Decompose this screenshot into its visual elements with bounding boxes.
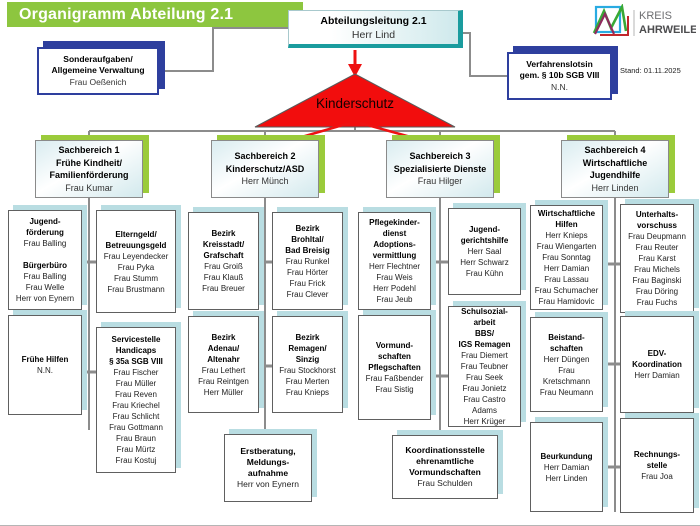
page-title-label: Organigramm Abteilung 2.1 (19, 5, 234, 23)
page-title: Organigramm Abteilung 2.1 (7, 2, 303, 27)
kreis-ahrweiler-logo: KREIS AHRWEILER (592, 4, 696, 36)
kinderschutz-label: Kinderschutz (315, 96, 395, 111)
aw-monogram-icon (592, 4, 629, 36)
red-arrow (348, 50, 362, 77)
connector-verfahrenslotsin (463, 32, 507, 77)
stand-date: Stand: 01.11.2025 (620, 66, 681, 75)
connector-sonderaufgaben (159, 27, 288, 72)
logo-text-ahrweiler: AHRWEILER (639, 24, 696, 36)
logo-text-kreis: KREIS (639, 10, 672, 22)
kinderschutz-triangle (254, 73, 456, 128)
